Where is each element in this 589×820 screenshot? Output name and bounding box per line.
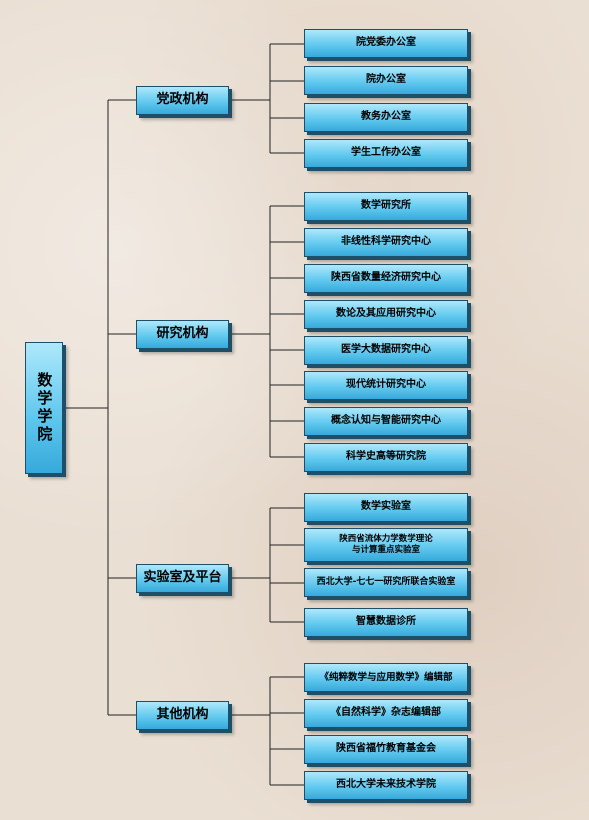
category-party-admin: 党政机构: [136, 86, 229, 115]
leaf-node: 数学研究所: [304, 192, 468, 221]
leaf-line-2: 与计算重点实验室: [351, 545, 420, 555]
category-research: 研究机构: [136, 320, 229, 349]
leaf-node: 院办公室: [304, 66, 468, 95]
category-other: 其他机构: [136, 701, 229, 730]
leaf-node: 非线性科学研究中心: [304, 228, 468, 257]
leaf-node: 智慧数据诊所: [304, 608, 468, 637]
leaf-node-two-line: 陕西省流体力学数学理论 与计算重点实验室: [304, 528, 468, 562]
leaf-node: 现代统计研究中心: [304, 371, 468, 400]
leaf-node: 西北大学未来技术学院: [304, 771, 468, 800]
leaf-node: 数学实验室: [304, 493, 468, 522]
leaf-node: 陕西省福竹教育基金会: [304, 735, 468, 764]
leaf-node: 学生工作办公室: [304, 139, 468, 168]
leaf-node: 科学史高等研究院: [304, 443, 468, 472]
leaf-node: 陕西省数量经济研究中心: [304, 264, 468, 293]
leaf-node: 《纯粹数学与应用数学》编辑部: [304, 663, 468, 692]
leaf-node: 概念认知与智能研究中心: [304, 407, 468, 436]
leaf-node: 数论及其应用研究中心: [304, 300, 468, 329]
leaf-node: 西北大学-七七一研究所联合实验室: [304, 568, 468, 597]
leaf-node: 教务办公室: [304, 103, 468, 132]
leaf-node: 《自然科学》杂志编辑部: [304, 699, 468, 728]
root-node: 数学学院: [25, 342, 63, 474]
leaf-line-1: 陕西省流体力学数学理论: [339, 534, 433, 545]
leaf-node: 院党委办公室: [304, 29, 468, 58]
leaf-node: 医学大数据研究中心: [304, 336, 468, 365]
category-labs-platforms: 实验室及平台: [136, 564, 229, 593]
